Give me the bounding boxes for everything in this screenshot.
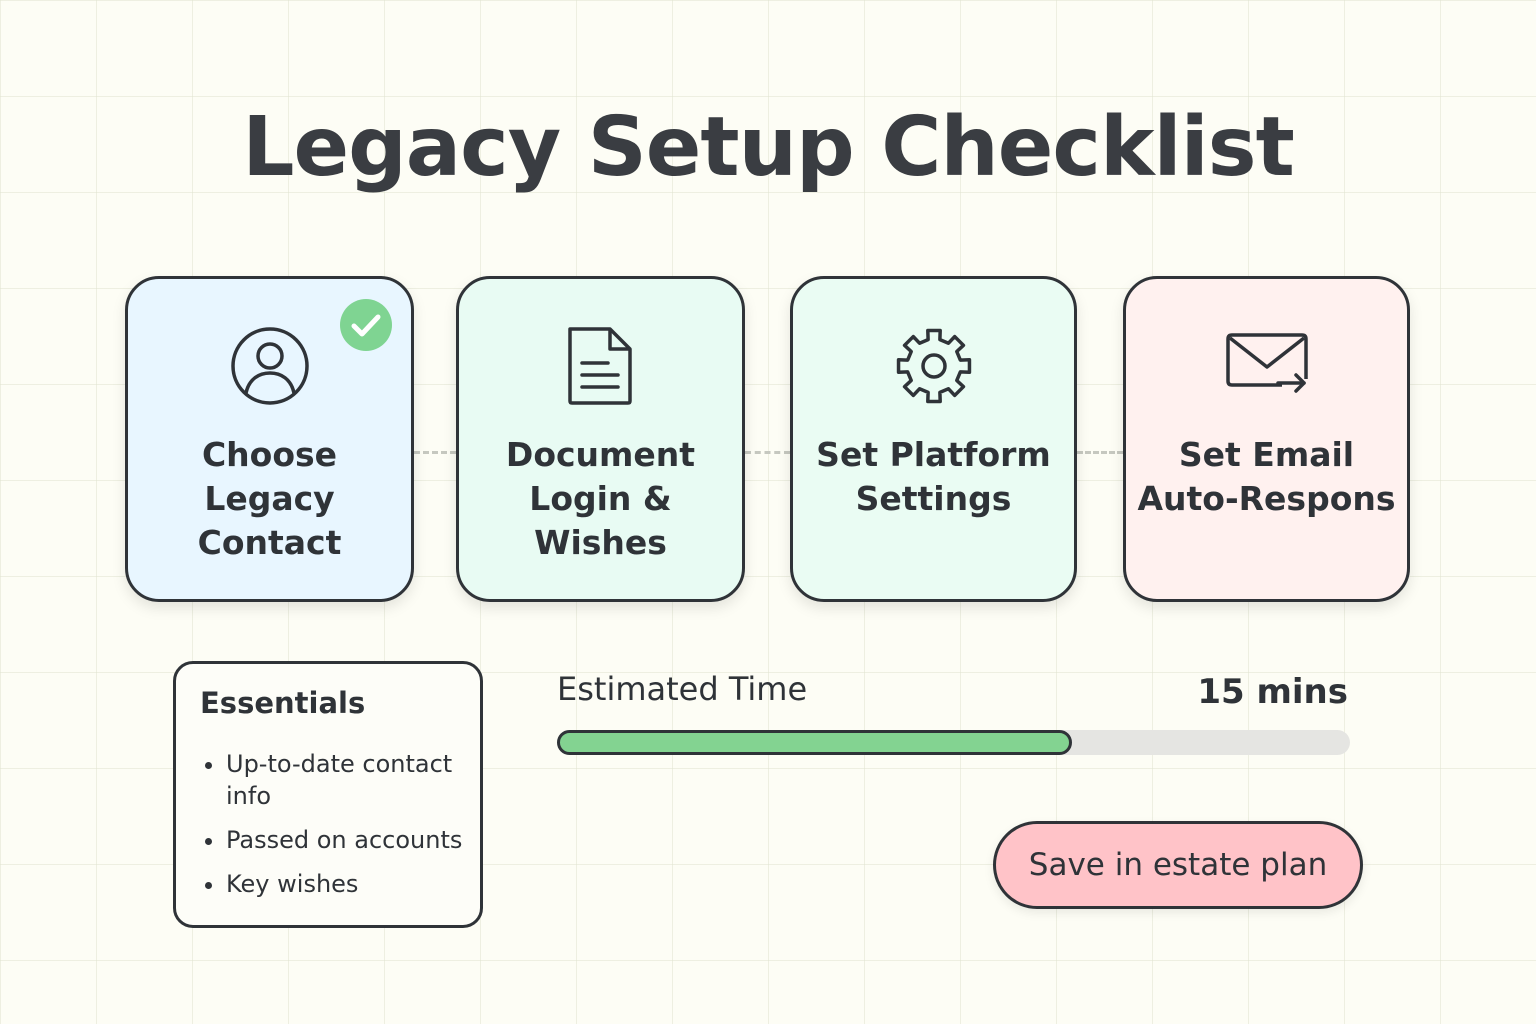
step-label: Set Platform Settings — [816, 435, 1051, 518]
email-forward-icon — [1224, 323, 1310, 409]
estimated-time-value: 15 mins — [1197, 672, 1348, 712]
step-label: Choose Legacy Contact — [197, 435, 342, 562]
progress-bar — [557, 730, 1350, 755]
document-icon — [558, 323, 644, 409]
essentials-panel: Essentials Up-to-date contact info Passe… — [173, 661, 483, 928]
estimated-time-label: Estimated Time — [557, 670, 808, 708]
save-in-estate-plan-button[interactable]: Save in estate plan — [993, 821, 1363, 909]
gear-icon — [891, 323, 977, 409]
step-card-document-login-wishes[interactable]: Document Login & Wishes — [456, 276, 745, 602]
list-item: Passed on accounts — [226, 824, 476, 856]
list-item: Key wishes — [226, 868, 476, 900]
step-connector-1 — [414, 451, 456, 454]
page-title: Legacy Setup Checklist — [242, 100, 1295, 195]
step-connector-2 — [745, 451, 790, 454]
step-card-set-platform-settings[interactable]: Set Platform Settings — [790, 276, 1077, 602]
step-card-choose-legacy-contact[interactable]: Choose Legacy Contact — [125, 276, 414, 602]
step-card-set-email-auto-respons[interactable]: Set Email Auto-Respons — [1123, 276, 1410, 602]
essentials-heading: Essentials — [200, 686, 366, 720]
essentials-list: Up-to-date contact info Passed on accoun… — [200, 748, 476, 912]
step-connector-3 — [1077, 451, 1123, 454]
list-item: Up-to-date contact info — [226, 748, 476, 812]
step-label: Set Email Auto-Respons — [1137, 435, 1396, 518]
user-icon — [227, 323, 313, 409]
progress-bar-fill — [557, 730, 1073, 755]
step-label: Document Login & Wishes — [505, 435, 696, 562]
checkmark-icon — [340, 299, 392, 351]
